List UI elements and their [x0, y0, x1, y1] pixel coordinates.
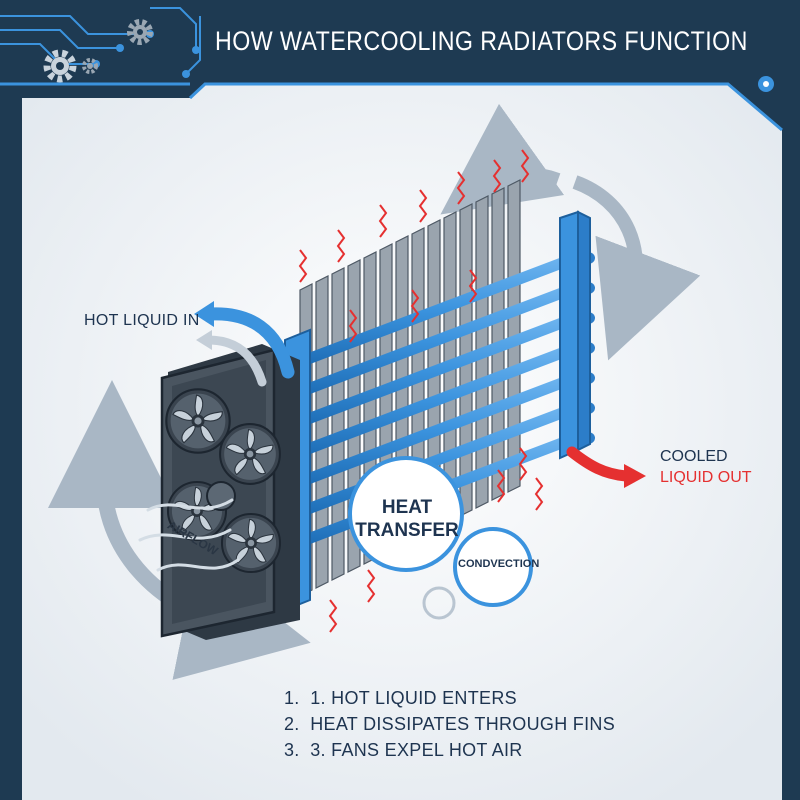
gear-icon: [127, 19, 153, 45]
circular-arrow-icon: [572, 175, 701, 361]
cooled-label: COOLED: [660, 448, 728, 465]
right-end-tank-side: [577, 210, 591, 452]
step-number: 1.: [284, 688, 300, 708]
circular-arrow-icon: [440, 103, 565, 215]
step-number: 3.: [284, 740, 300, 760]
heat-wave-icon: [298, 149, 544, 633]
return-flow-arrow: [203, 335, 267, 387]
step-text: HEAT DISSIPATES THROUGH FINS: [310, 714, 616, 734]
step-item-3: 3. 3. FANS EXPEL HOT AIR: [284, 740, 523, 761]
right-end-tank: [559, 210, 579, 460]
step-item-1: 1. 1. HOT LIQUID ENTERS: [284, 688, 517, 709]
heat-transfer-label-line2: TRANSFER: [355, 520, 459, 541]
page-title: HOW WATERCOOLING RADIATORS FUNCTION: [215, 26, 748, 56]
coolant-tubes: [294, 252, 581, 548]
gear-icon: [82, 58, 98, 74]
fan-icon: [219, 423, 281, 485]
cooled-liquid-out-arrowhead: [624, 464, 646, 488]
logo-badge-icon: [758, 76, 774, 92]
convection-bubble: [453, 527, 533, 607]
heat-transfer-label-line1: HEAT: [381, 497, 433, 518]
step-text: 3. FANS EXPEL HOT AIR: [310, 740, 523, 760]
heat-transfer-bubble: [348, 456, 464, 572]
step-number: 2.: [284, 714, 300, 734]
return-flow-arrowhead: [196, 330, 212, 350]
small-bubble: [422, 586, 456, 620]
step-item-2: 2. HEAT DISSIPATES THROUGH FINS: [284, 714, 615, 735]
cooled-liquid-out-arrow: [566, 446, 632, 482]
hot-liquid-in-arrowhead: [194, 301, 214, 327]
fan-icon: [165, 388, 231, 454]
gear-icon: [43, 49, 77, 83]
liquid-out-label: LIQUID OUT: [660, 469, 752, 486]
circuit-traces: [0, 7, 201, 75]
convection-label: CONDVECTION: [458, 558, 540, 570]
airflow-wisps: [138, 498, 240, 572]
hot-liquid-in-label: HOT LIQUID IN: [84, 312, 200, 329]
step-text: 1. HOT LIQUID ENTERS: [310, 688, 517, 708]
panel-edge: [188, 82, 783, 132]
hot-liquid-in-arrow: [203, 307, 295, 379]
